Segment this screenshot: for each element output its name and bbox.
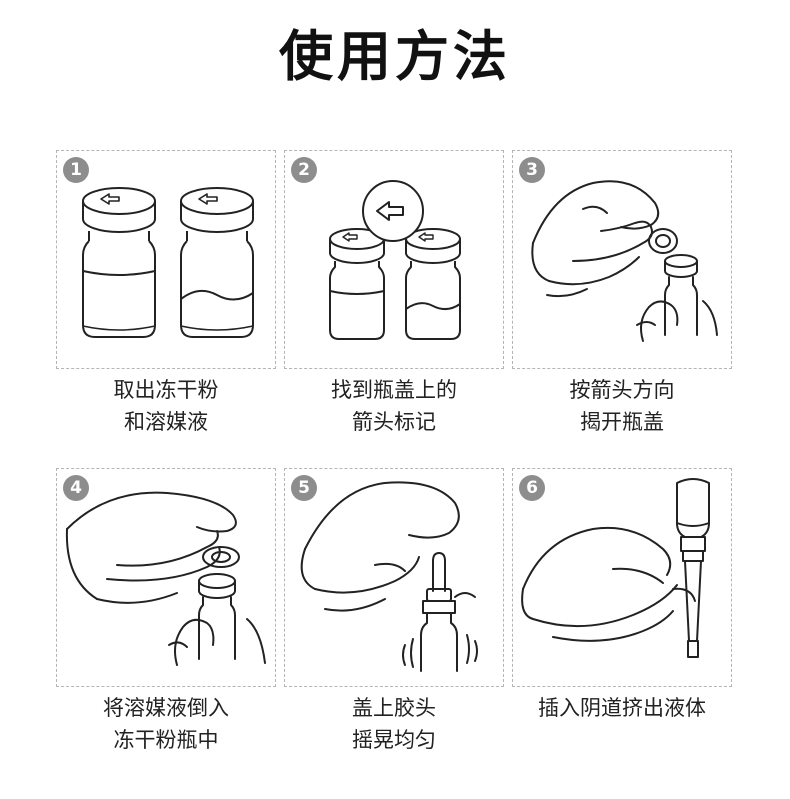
step-number-badge: 6 <box>519 475 545 501</box>
vials-with-magnified-arrow-illustration <box>329 180 461 340</box>
step-5-illustration-panel: 5 <box>284 468 504 687</box>
step-caption: 插入阴道挤出液体 <box>538 696 706 720</box>
shake-vial-illustration <box>300 481 478 672</box>
step-caption: 将溶媒液倒入 冻干粉瓶中 <box>103 696 229 752</box>
step-3-illustration-panel: 3 <box>512 150 732 369</box>
pour-solvent-illustration <box>65 491 266 666</box>
step-caption: 按箭头方向 揭开瓶盖 <box>569 378 675 434</box>
step-number-badge: 5 <box>291 475 317 501</box>
step-4-illustration-panel: 4 <box>56 468 276 687</box>
arrow-icon <box>376 201 404 221</box>
step-number-badge: 3 <box>519 157 545 183</box>
squeeze-dropper-illustration <box>521 478 710 658</box>
hand-peeling-cap-illustration <box>531 180 718 342</box>
two-vials-illustration <box>82 187 254 338</box>
page-title: 使用方法 <box>279 25 511 88</box>
magnified-arrow-circle <box>362 180 424 242</box>
arrow-icon <box>198 193 218 205</box>
step-6-illustration-panel: 6 <box>512 468 732 687</box>
step-1-illustration-panel: 1 <box>56 150 276 369</box>
step-number-badge: 1 <box>63 157 89 183</box>
arrow-icon <box>418 232 434 242</box>
shake-marks <box>402 638 414 668</box>
cap-ring <box>202 546 240 568</box>
step-caption: 找到瓶盖上的 箭头标记 <box>331 378 457 434</box>
step-2-illustration-panel: 2 <box>284 150 504 369</box>
step-caption: 取出冻干粉 和溶媒液 <box>113 378 219 434</box>
step-number-badge: 2 <box>291 157 317 183</box>
arrow-icon <box>342 232 358 242</box>
step-caption: 盖上胶头 摇晃均匀 <box>352 696 436 752</box>
step-number-badge: 4 <box>63 475 89 501</box>
peeled-cap <box>648 228 678 254</box>
shake-marks <box>466 634 478 664</box>
arrow-icon <box>100 193 120 205</box>
